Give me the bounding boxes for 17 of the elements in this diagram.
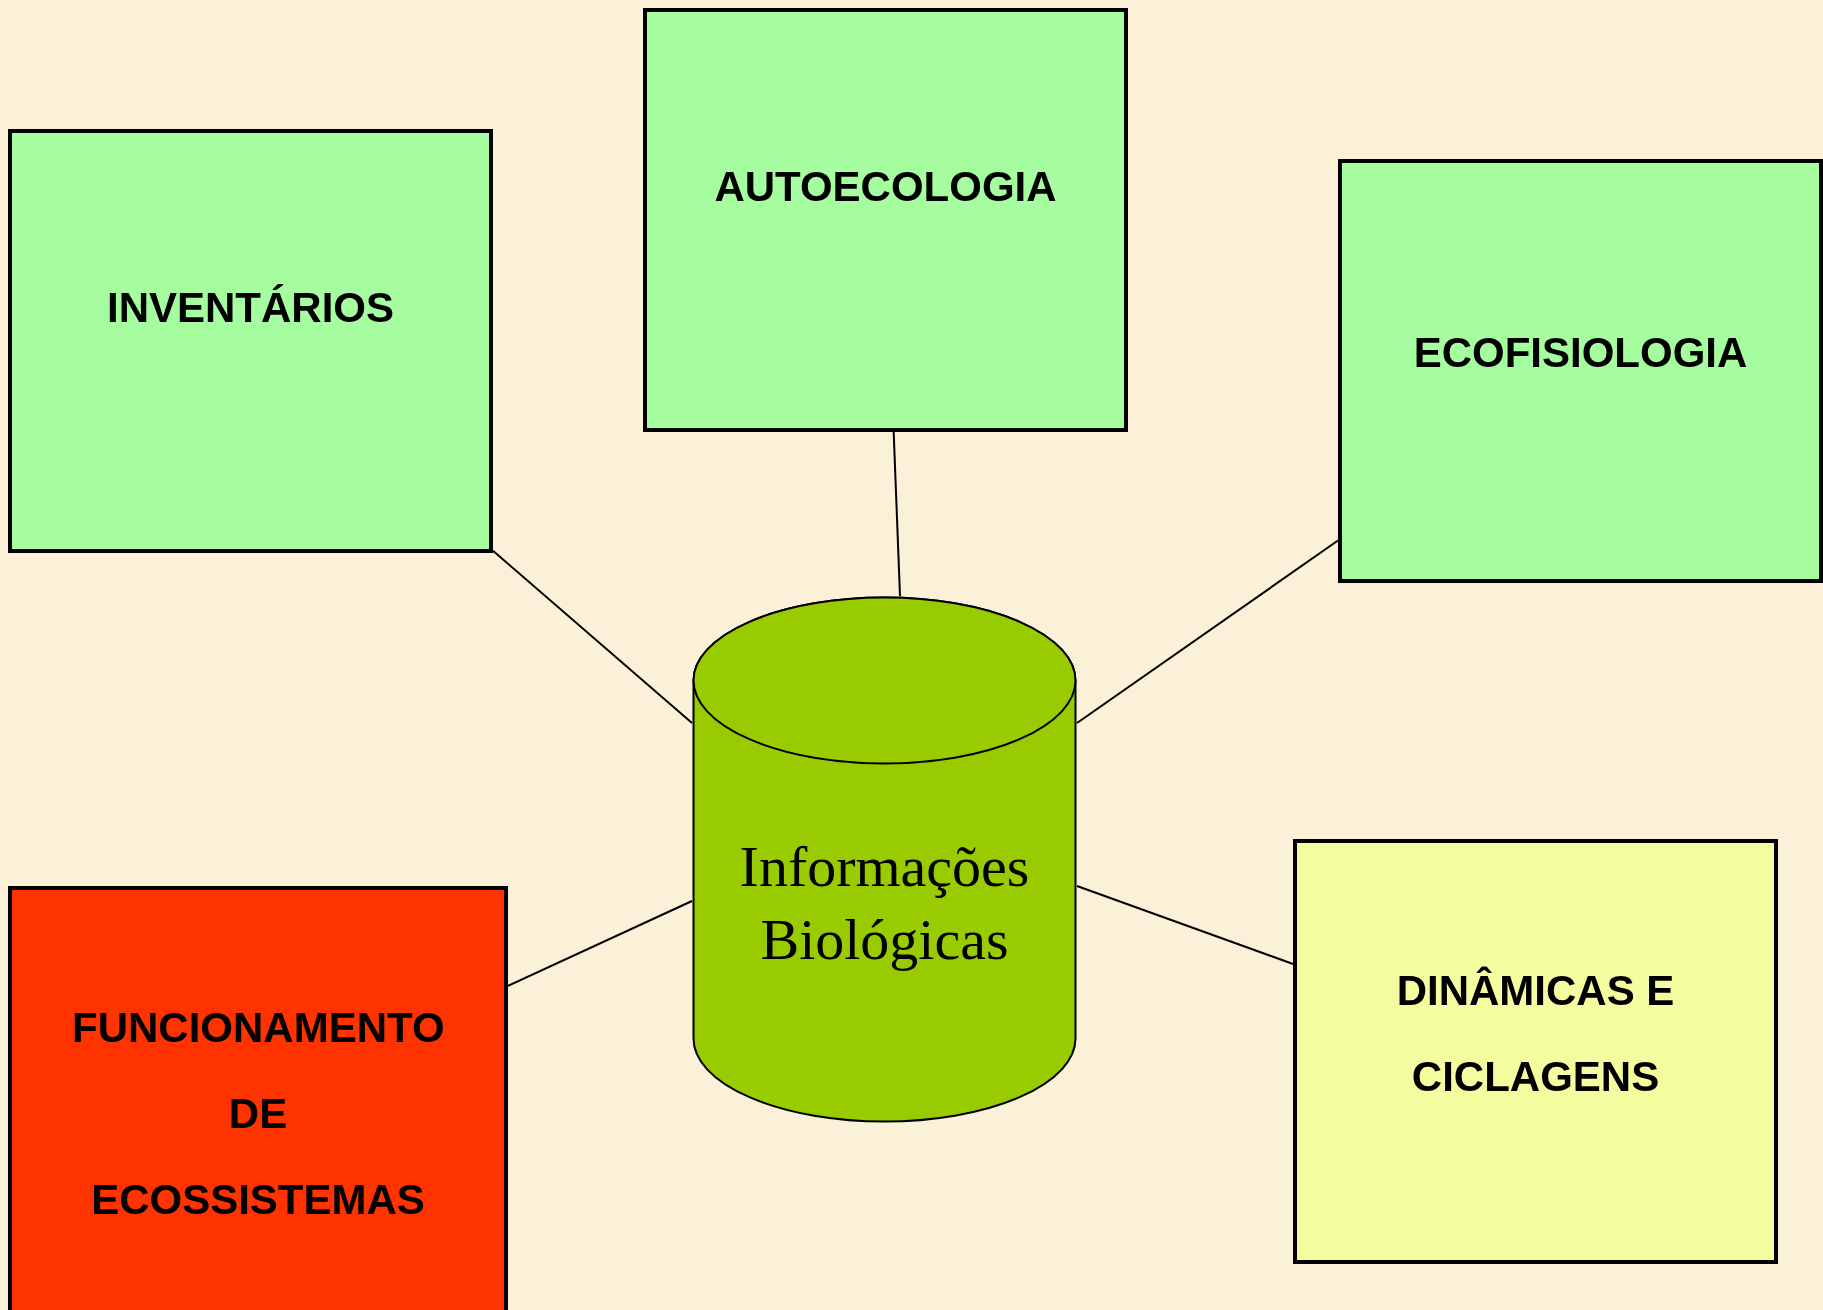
cylinder-label: Informações Biológicas <box>738 833 1031 974</box>
topic-box <box>8 886 508 1310</box>
database-cylinder <box>692 596 1077 1123</box>
topic-box <box>8 129 493 553</box>
box-title: ECOFISIOLOGIA <box>1412 328 1749 378</box>
connector-line <box>1076 539 1339 724</box>
connector-line <box>892 431 901 597</box>
topic-box <box>1293 839 1778 1264</box>
connector-line <box>507 900 693 987</box>
box-title: DINÂMICAS E CICLAGENS <box>1395 965 1676 1103</box>
box-title: INVENTÁRIOS <box>106 283 395 333</box>
box-title: FUNCIONAMENTO DE ECOSSISTEMAS <box>71 1003 446 1226</box>
topic-box <box>1338 159 1823 583</box>
box-title: AUTOECOLOGIA <box>713 162 1058 212</box>
topic-box <box>643 8 1128 432</box>
connector-line <box>492 549 693 724</box>
connector-line <box>1076 885 1294 965</box>
